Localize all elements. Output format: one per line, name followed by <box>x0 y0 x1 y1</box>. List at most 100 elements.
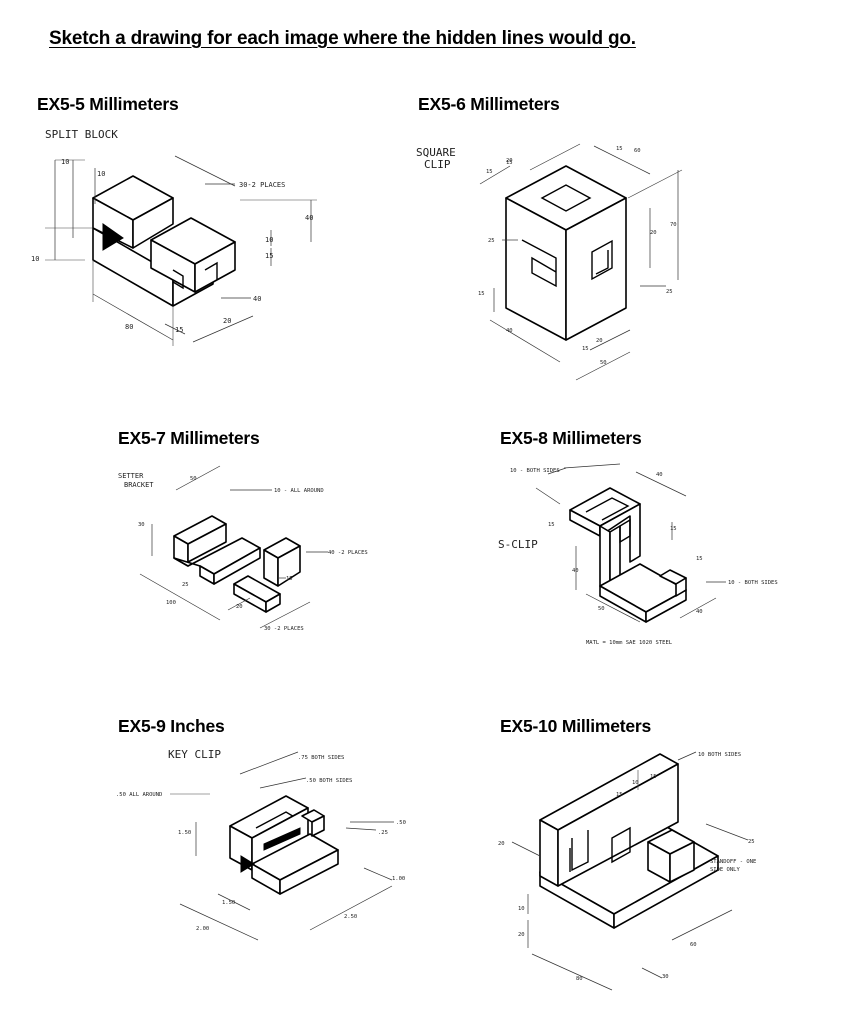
wall-slot-1 <box>571 830 589 872</box>
dim-label: 20 <box>506 158 513 164</box>
right-upright-side <box>277 545 301 587</box>
dim-label: 15 <box>478 291 485 297</box>
dim-label: 30 <box>138 522 145 528</box>
figure-ex5-8-s-clip: S-CLIP 10 - BOTH SIDES 40 15 15 15 40 10… <box>498 463 778 646</box>
figure-ex5-10-standoff: 10 BOTH SIDES 15 10 15 25 STANDOFF - ONE… <box>498 751 756 991</box>
dim-label: 20 <box>236 604 243 610</box>
dim-label: 25 <box>666 289 673 295</box>
dim-label: 20 <box>518 932 525 938</box>
dim-label: 80 <box>576 976 583 982</box>
foot-side <box>265 593 281 613</box>
dim-label: 70 <box>670 222 677 228</box>
tab-side <box>675 577 687 597</box>
dim-label: 15 <box>696 556 703 562</box>
dim-label: 15 <box>548 522 555 528</box>
dim-label: .50 BOTH SIDES <box>306 778 352 784</box>
dim-label: 15 <box>650 774 657 780</box>
right-square-hole <box>591 239 613 281</box>
slot-notch <box>172 269 184 290</box>
page-title: Sketch a drawing for each image where th… <box>49 28 636 49</box>
figure-ex5-7-setter-bracket: SETTER BRACKET 50 10 - ALL AROUND 30 40 … <box>118 465 368 632</box>
exercise-title-ex5-8: EX5-8 Millimeters <box>500 428 642 448</box>
part-name: S-CLIP <box>498 538 538 551</box>
dim-label: 30 <box>662 974 669 980</box>
right-block-side <box>194 241 236 293</box>
dim-label: 10 <box>265 236 273 244</box>
dim-label: 10 - BOTH SIDES <box>728 580 778 586</box>
bracket-l-side <box>213 547 261 585</box>
exercise-title-ex5-7: EX5-7 Millimeters <box>118 428 260 448</box>
dim-label: 60 <box>634 148 641 154</box>
dim-label: 15 <box>286 576 293 582</box>
clip-top-inner <box>585 497 630 521</box>
bracket-upright-side <box>187 523 227 563</box>
dim-label: .75 BOTH SIDES <box>298 755 344 761</box>
top-square-hole <box>540 184 592 212</box>
dim-label: 40 -2 PLACES <box>328 550 368 556</box>
dim-label: .50 <box>396 820 406 826</box>
part-name-line2: CLIP <box>424 158 451 171</box>
dim-label: 15 <box>175 326 183 334</box>
exercise-title-ex5-9: EX5-9 Inches <box>118 716 225 736</box>
dim-label: 40 <box>656 472 663 478</box>
dim-label: 1.00 <box>392 876 405 882</box>
dim-label: 40 <box>572 568 579 574</box>
solid-slot <box>263 827 301 851</box>
dim-label: 50 <box>190 476 197 482</box>
right-hole-depth <box>595 250 609 275</box>
step-side <box>279 849 339 895</box>
dim-label: 15 <box>265 252 273 260</box>
web-detail <box>619 518 631 544</box>
pin-side <box>311 815 325 837</box>
cube-right-face <box>565 197 627 341</box>
dim-label: 2.00 <box>196 926 209 932</box>
dim-label: 15 <box>582 346 589 352</box>
dim-label: 15 <box>670 526 677 532</box>
wall-front-edge <box>539 819 559 887</box>
dim-label: 1.50 <box>222 900 235 906</box>
dim-label: 25 <box>748 839 755 845</box>
dim-label: 50 <box>598 606 605 612</box>
part-name-line2: BRACKET <box>124 481 154 489</box>
dim-label: 2.50 <box>344 914 357 920</box>
dim-label: 50 <box>600 360 607 366</box>
dim-label: 15 <box>616 792 623 798</box>
dim-label: 40 <box>253 295 261 303</box>
slot-notch-right <box>204 261 218 280</box>
dim-label: .50 ALL AROUND <box>116 792 162 798</box>
dim-label: 10 <box>518 906 525 912</box>
dim-label: 15 <box>506 160 513 166</box>
material-note: MATL = 10mm SAE 1020 STEEL <box>586 640 673 646</box>
dim-label: 40 <box>696 609 703 615</box>
dim-label: 10 <box>61 158 69 166</box>
clip-bottom-side <box>645 589 687 623</box>
part-name-line1: SQUARE <box>416 146 456 159</box>
figure-ex5-5-split-block: SPLIT BLOCK 10 10 30-2 PLACES 40 10 15 1… <box>31 128 317 346</box>
left-block-side <box>132 197 174 249</box>
dim-label: 15 <box>616 146 623 152</box>
triangle-marker <box>240 855 255 873</box>
triangle-marker <box>102 223 124 251</box>
standoff-side <box>669 841 695 883</box>
dim-label: 20 <box>223 317 231 325</box>
dim-label: 15 <box>486 169 493 175</box>
dim-label: 20 <box>596 338 603 344</box>
part-name: KEY CLIP <box>168 748 221 761</box>
dim-label: 60 <box>690 942 697 948</box>
dim-label: 30 -2 PLACES <box>264 626 304 632</box>
figure-ex5-9-key-clip: KEY CLIP .75 BOTH SIDES .50 BOTH SIDES .… <box>116 748 406 941</box>
left-opening <box>521 239 557 288</box>
exercise-title-ex5-10: EX5-10 Millimeters <box>500 716 652 736</box>
dim-label: 20 <box>650 230 657 236</box>
dim-label: 10 - BOTH SIDES <box>510 468 560 474</box>
dim-label: 1.50 <box>178 830 191 836</box>
dim-label: 100 <box>166 600 176 606</box>
standoff-note-line1: STANDOFF - ONE <box>710 859 756 865</box>
figure-ex5-6-square-clip: SQUARE CLIP 15 15 60 20 15 70 20 25 25 1… <box>416 143 683 381</box>
exercise-title-ex5-6: EX5-6 Millimeters <box>418 94 560 114</box>
dim-label: 30-2 PLACES <box>239 181 285 189</box>
dim-label: 40 <box>305 214 313 222</box>
part-name: SPLIT BLOCK <box>45 128 118 141</box>
dim-label: 10 <box>97 170 105 178</box>
standoff-note-line2: SIDE ONLY <box>710 867 740 873</box>
